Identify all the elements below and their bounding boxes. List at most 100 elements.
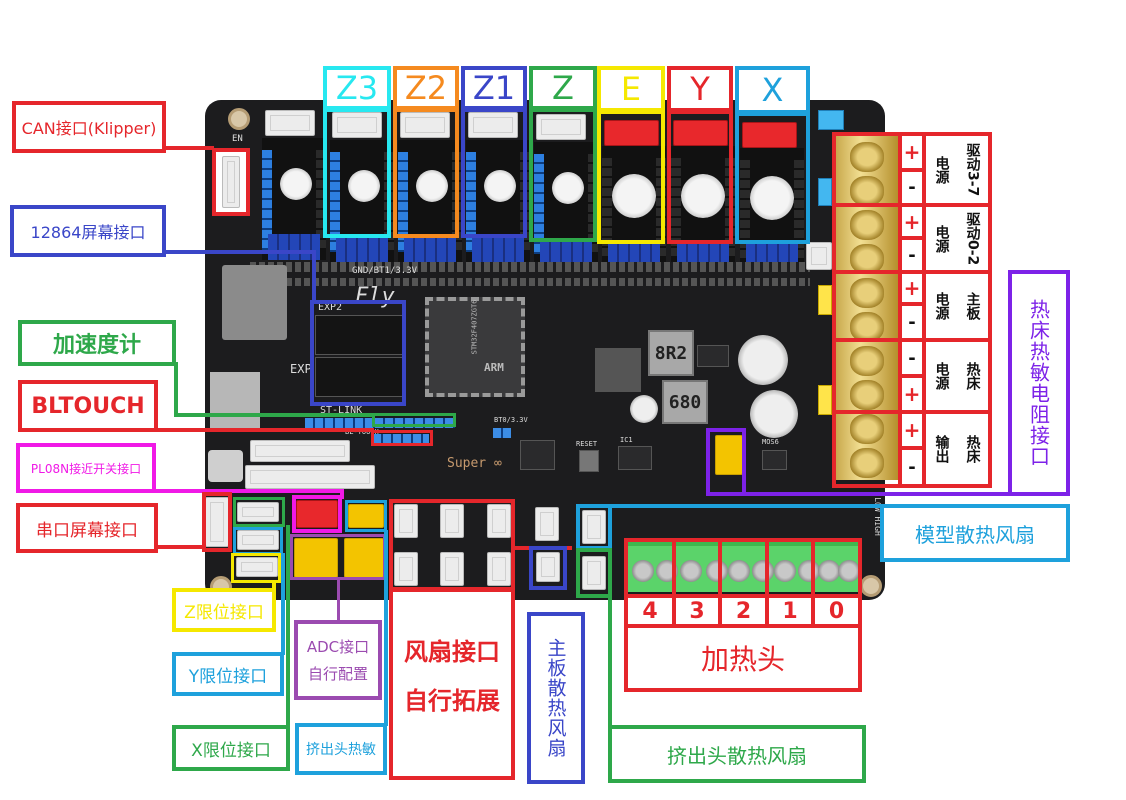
x-endstop-connector xyxy=(237,502,279,522)
z-endstop-connector xyxy=(236,557,278,577)
bltouch-leader-line xyxy=(156,428,374,432)
mos-chip xyxy=(762,450,787,470)
pcb-bltouch-text: BL-TOUCH xyxy=(345,428,379,436)
sign-divider xyxy=(898,236,926,240)
heater-screw xyxy=(818,560,840,582)
accelerometer-label: 加速度计 xyxy=(18,320,176,366)
terminal-label-line2: 热床 xyxy=(964,362,981,390)
e-driver-box xyxy=(597,110,665,244)
terminal-sign: + xyxy=(902,378,922,410)
terminal-label-mainboard: 主板 电源 xyxy=(926,274,988,338)
heater-number-4: 4 xyxy=(628,598,672,624)
terminal-screw xyxy=(850,414,884,444)
terminal-sign: + xyxy=(902,274,922,302)
extruder-thermistor-label: 挤出头热敏 xyxy=(295,723,387,775)
boot-pins xyxy=(493,428,511,438)
usb-chip xyxy=(520,440,555,470)
exp2-header xyxy=(315,315,403,355)
z-endstop-box xyxy=(231,553,281,583)
fan-connector xyxy=(487,504,511,538)
pcb-en-text: EN xyxy=(232,134,243,144)
adc-label-line2: 自行配置 xyxy=(307,665,368,683)
pl08n-connector-box xyxy=(292,495,342,533)
smd-row xyxy=(250,262,810,272)
heater-screw xyxy=(706,560,728,582)
heater-screw xyxy=(774,560,796,582)
heater-screw xyxy=(680,560,702,582)
terminal-label-line1: 电源 xyxy=(933,224,950,253)
model-fan-leader-line xyxy=(610,504,882,508)
hotend-fan-label: 挤出头散热风扇 xyxy=(608,725,866,783)
pcb-reset-text: RESET xyxy=(576,440,598,448)
heater-number-1: 1 xyxy=(769,598,811,624)
driver-label-x: X xyxy=(735,66,810,114)
z3-motor-connector xyxy=(332,112,382,138)
pl08n-leader-line xyxy=(154,489,344,493)
serial-screen-connector xyxy=(205,497,229,547)
fan-connector xyxy=(487,552,511,586)
y-endstop-box xyxy=(233,527,283,555)
smd-row xyxy=(250,278,810,286)
board-fan-label: 主板散热风扇 xyxy=(527,612,585,784)
fan-connector xyxy=(440,504,464,538)
fuse xyxy=(818,385,832,415)
y-endstop-connector xyxy=(237,530,279,550)
terminal-sign: + xyxy=(902,136,922,168)
heater-terminal-block xyxy=(628,540,860,592)
terminal-label-line1: 电源 xyxy=(933,362,950,390)
terminal-sign: - xyxy=(902,342,922,374)
terminal-label-drivers-3-7: 驱动3-7 电源 xyxy=(926,136,988,203)
terminal-screw xyxy=(850,380,884,410)
z3-driver-box xyxy=(323,108,391,238)
en-connector xyxy=(265,110,315,136)
bed-thermistor-label: 热床热敏电阻接口 xyxy=(1008,270,1070,496)
serial-screen-label: 串口屏幕接口 xyxy=(16,503,158,553)
adc-label-line1: ADC接口 xyxy=(306,638,370,656)
wifi-module xyxy=(222,265,287,340)
heater-number-0: 0 xyxy=(815,598,858,624)
adc-leader-line xyxy=(337,580,340,622)
bltouch-pins-box xyxy=(371,430,433,446)
power-terminal-divider xyxy=(898,132,902,488)
x-limit-leader-line xyxy=(286,525,290,728)
driver-label-z2: Z2 xyxy=(393,66,459,110)
board-fan-label-text: 主板散热风扇 xyxy=(544,638,567,758)
terminal-label-line2: 热床 xyxy=(964,435,981,463)
z1-motor-connector xyxy=(468,112,518,138)
x-driver-box xyxy=(735,112,810,244)
pcb-ic1-text: IC1 xyxy=(620,436,633,444)
terminal-screw xyxy=(850,244,884,274)
power-terminal-row-divider xyxy=(832,410,992,414)
bed-thermistor-label-text: 热床热敏电阻接口 xyxy=(1026,299,1051,467)
power-ic xyxy=(697,345,729,367)
z1-driver-box xyxy=(461,108,527,238)
mcu-label: STM32F407ZGT6 xyxy=(470,299,479,355)
terminal-sign: - xyxy=(902,240,922,270)
z2-driver-box xyxy=(393,108,459,238)
fan-connector xyxy=(535,507,559,541)
arm-logo: ARM xyxy=(484,361,504,374)
y-limit-label: Y限位接口 xyxy=(172,652,284,696)
terminal-sign: - xyxy=(902,172,922,203)
terminal-label-line2: 主板 xyxy=(964,292,981,320)
pcb-gnd-text: GND/BT1/3.3V xyxy=(352,266,418,276)
pcb-super-logo: Super ∞ xyxy=(447,456,502,471)
can-connector-box xyxy=(212,148,250,216)
x-endstop-box xyxy=(233,497,285,527)
sign-divider xyxy=(898,302,926,306)
bltouch-pins xyxy=(373,434,429,444)
model-fan-label: 模型散热风扇 xyxy=(880,504,1070,562)
board-fan-connector-box xyxy=(529,546,567,590)
terminal-label-line2: 驱动3-7 xyxy=(964,142,981,197)
heater-screw xyxy=(728,560,750,582)
terminal-sign: - xyxy=(902,306,922,338)
stlink-pins xyxy=(305,418,375,428)
exp1-header xyxy=(315,357,403,397)
driver-module-en xyxy=(262,138,326,260)
can-connector xyxy=(222,156,240,208)
mcu-chip: STM32F407ZGT6 ARM xyxy=(425,297,525,397)
inductor-680: 680 xyxy=(662,380,708,424)
bed-thermistor-connector xyxy=(715,435,743,475)
z-driver-box xyxy=(529,108,597,242)
terminal-screw xyxy=(850,278,884,308)
